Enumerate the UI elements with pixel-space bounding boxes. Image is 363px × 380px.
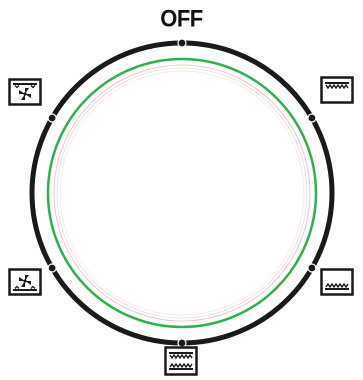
position-dot-top-heat	[307, 113, 317, 123]
top-bottom-heat-icon[interactable]	[164, 346, 198, 376]
top-heat-icon[interactable]	[320, 76, 354, 104]
bottom-heat-icon[interactable]	[320, 268, 354, 296]
position-dot-off	[177, 38, 187, 48]
faint-ring-1	[53, 64, 311, 322]
bottom-heat-fan-icon[interactable]	[8, 268, 42, 296]
position-markers	[47, 38, 317, 348]
position-dot-bottom-heat-fan	[47, 263, 57, 273]
position-dot-bottom-heat	[307, 263, 317, 273]
top-heat-fan-icon[interactable]	[8, 78, 42, 106]
faint-ring-2	[56, 67, 308, 319]
outer-ring	[29, 40, 335, 346]
position-dot-top-heat-fan	[47, 113, 57, 123]
inner-ring	[46, 57, 318, 329]
faint-ring-3	[59, 70, 305, 316]
off-label[interactable]: OFF	[160, 4, 203, 32]
